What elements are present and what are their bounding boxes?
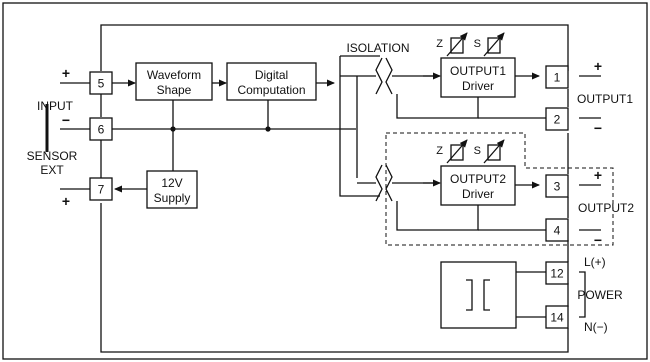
- terminal-12[interactable]: 12: [545, 261, 569, 285]
- junction-dot: [170, 126, 176, 132]
- output1-label: OUTPUT1: [577, 92, 633, 106]
- svg-text:14: 14: [550, 311, 564, 325]
- power-l-label: L(+): [584, 255, 606, 269]
- output2-driver-block: OUTPUT2 Driver: [440, 165, 516, 206]
- svg-text:Z: Z: [436, 38, 443, 50]
- span-adjust-icon-output2[interactable]: S: [474, 139, 505, 164]
- supply-12v-block: 12V Supply: [146, 170, 198, 209]
- terminal-7[interactable]: 7: [89, 177, 113, 201]
- sensor-plus-sign: +: [62, 193, 70, 209]
- svg-text:4: 4: [554, 224, 561, 238]
- power-label: POWER: [577, 288, 623, 302]
- svg-text:Z: Z: [436, 145, 443, 157]
- svg-text:Driver: Driver: [462, 79, 494, 93]
- digital-computation-block: Digital Computation: [226, 62, 317, 101]
- svg-text:5: 5: [98, 77, 105, 91]
- waveform-shape-block: Waveform Shape: [135, 62, 213, 101]
- svg-text:1: 1: [554, 71, 561, 85]
- output1-plus-sign: +: [594, 58, 602, 74]
- output2-plus-sign: +: [594, 167, 602, 183]
- terminal-2[interactable]: 2: [545, 107, 569, 131]
- junction-dot: [265, 126, 271, 132]
- output2-isolation-group: [385, 132, 614, 246]
- svg-text:12V: 12V: [161, 176, 182, 190]
- svg-text:OUTPUT1: OUTPUT1: [450, 64, 506, 78]
- terminal-1[interactable]: 1: [545, 65, 569, 89]
- svg-text:3: 3: [554, 180, 561, 194]
- output2-minus-sign: −: [594, 232, 602, 248]
- terminal-5[interactable]: 5: [89, 71, 113, 95]
- output1-driver-block: OUTPUT1 Driver: [440, 57, 516, 98]
- zero-adjust-icon-output2[interactable]: Z: [436, 139, 468, 164]
- terminal-6[interactable]: 6: [89, 117, 113, 141]
- svg-text:6: 6: [98, 123, 105, 137]
- svg-text:Computation: Computation: [237, 83, 305, 97]
- power-n-label: N(−): [584, 320, 608, 334]
- zero-adjust-icon-output1[interactable]: Z: [436, 32, 468, 57]
- svg-text:12: 12: [550, 267, 564, 281]
- svg-text:S: S: [474, 145, 481, 157]
- input-plus-sign: +: [62, 65, 70, 81]
- svg-text:Driver: Driver: [462, 187, 494, 201]
- svg-text:S: S: [474, 38, 481, 50]
- svg-text:Waveform: Waveform: [147, 68, 201, 82]
- enclosure-outline: [100, 24, 569, 71]
- svg-text:Supply: Supply: [154, 191, 191, 205]
- input-minus-sign: −: [62, 112, 70, 128]
- terminal-14[interactable]: 14: [545, 305, 569, 329]
- sensor-label: SENSOR: [27, 149, 78, 163]
- svg-text:2: 2: [554, 113, 561, 127]
- svg-text:Shape: Shape: [157, 83, 192, 97]
- svg-text:OUTPUT2: OUTPUT2: [450, 172, 506, 186]
- svg-text:Digital: Digital: [255, 68, 288, 82]
- input-label: INPUT: [37, 99, 74, 113]
- span-adjust-icon-output1[interactable]: S: [474, 32, 505, 57]
- svg-text:7: 7: [98, 183, 105, 197]
- terminal-4[interactable]: 4: [545, 218, 569, 242]
- isolation-barrier: [339, 55, 380, 197]
- power-isolation-block: [440, 261, 517, 329]
- isolation-label: ISOLATION: [346, 41, 409, 55]
- output1-minus-sign: −: [594, 120, 602, 136]
- sensor-ext-label: EXT: [40, 163, 64, 177]
- output2-label: OUTPUT2: [578, 201, 634, 215]
- terminal-3[interactable]: 3: [545, 174, 569, 198]
